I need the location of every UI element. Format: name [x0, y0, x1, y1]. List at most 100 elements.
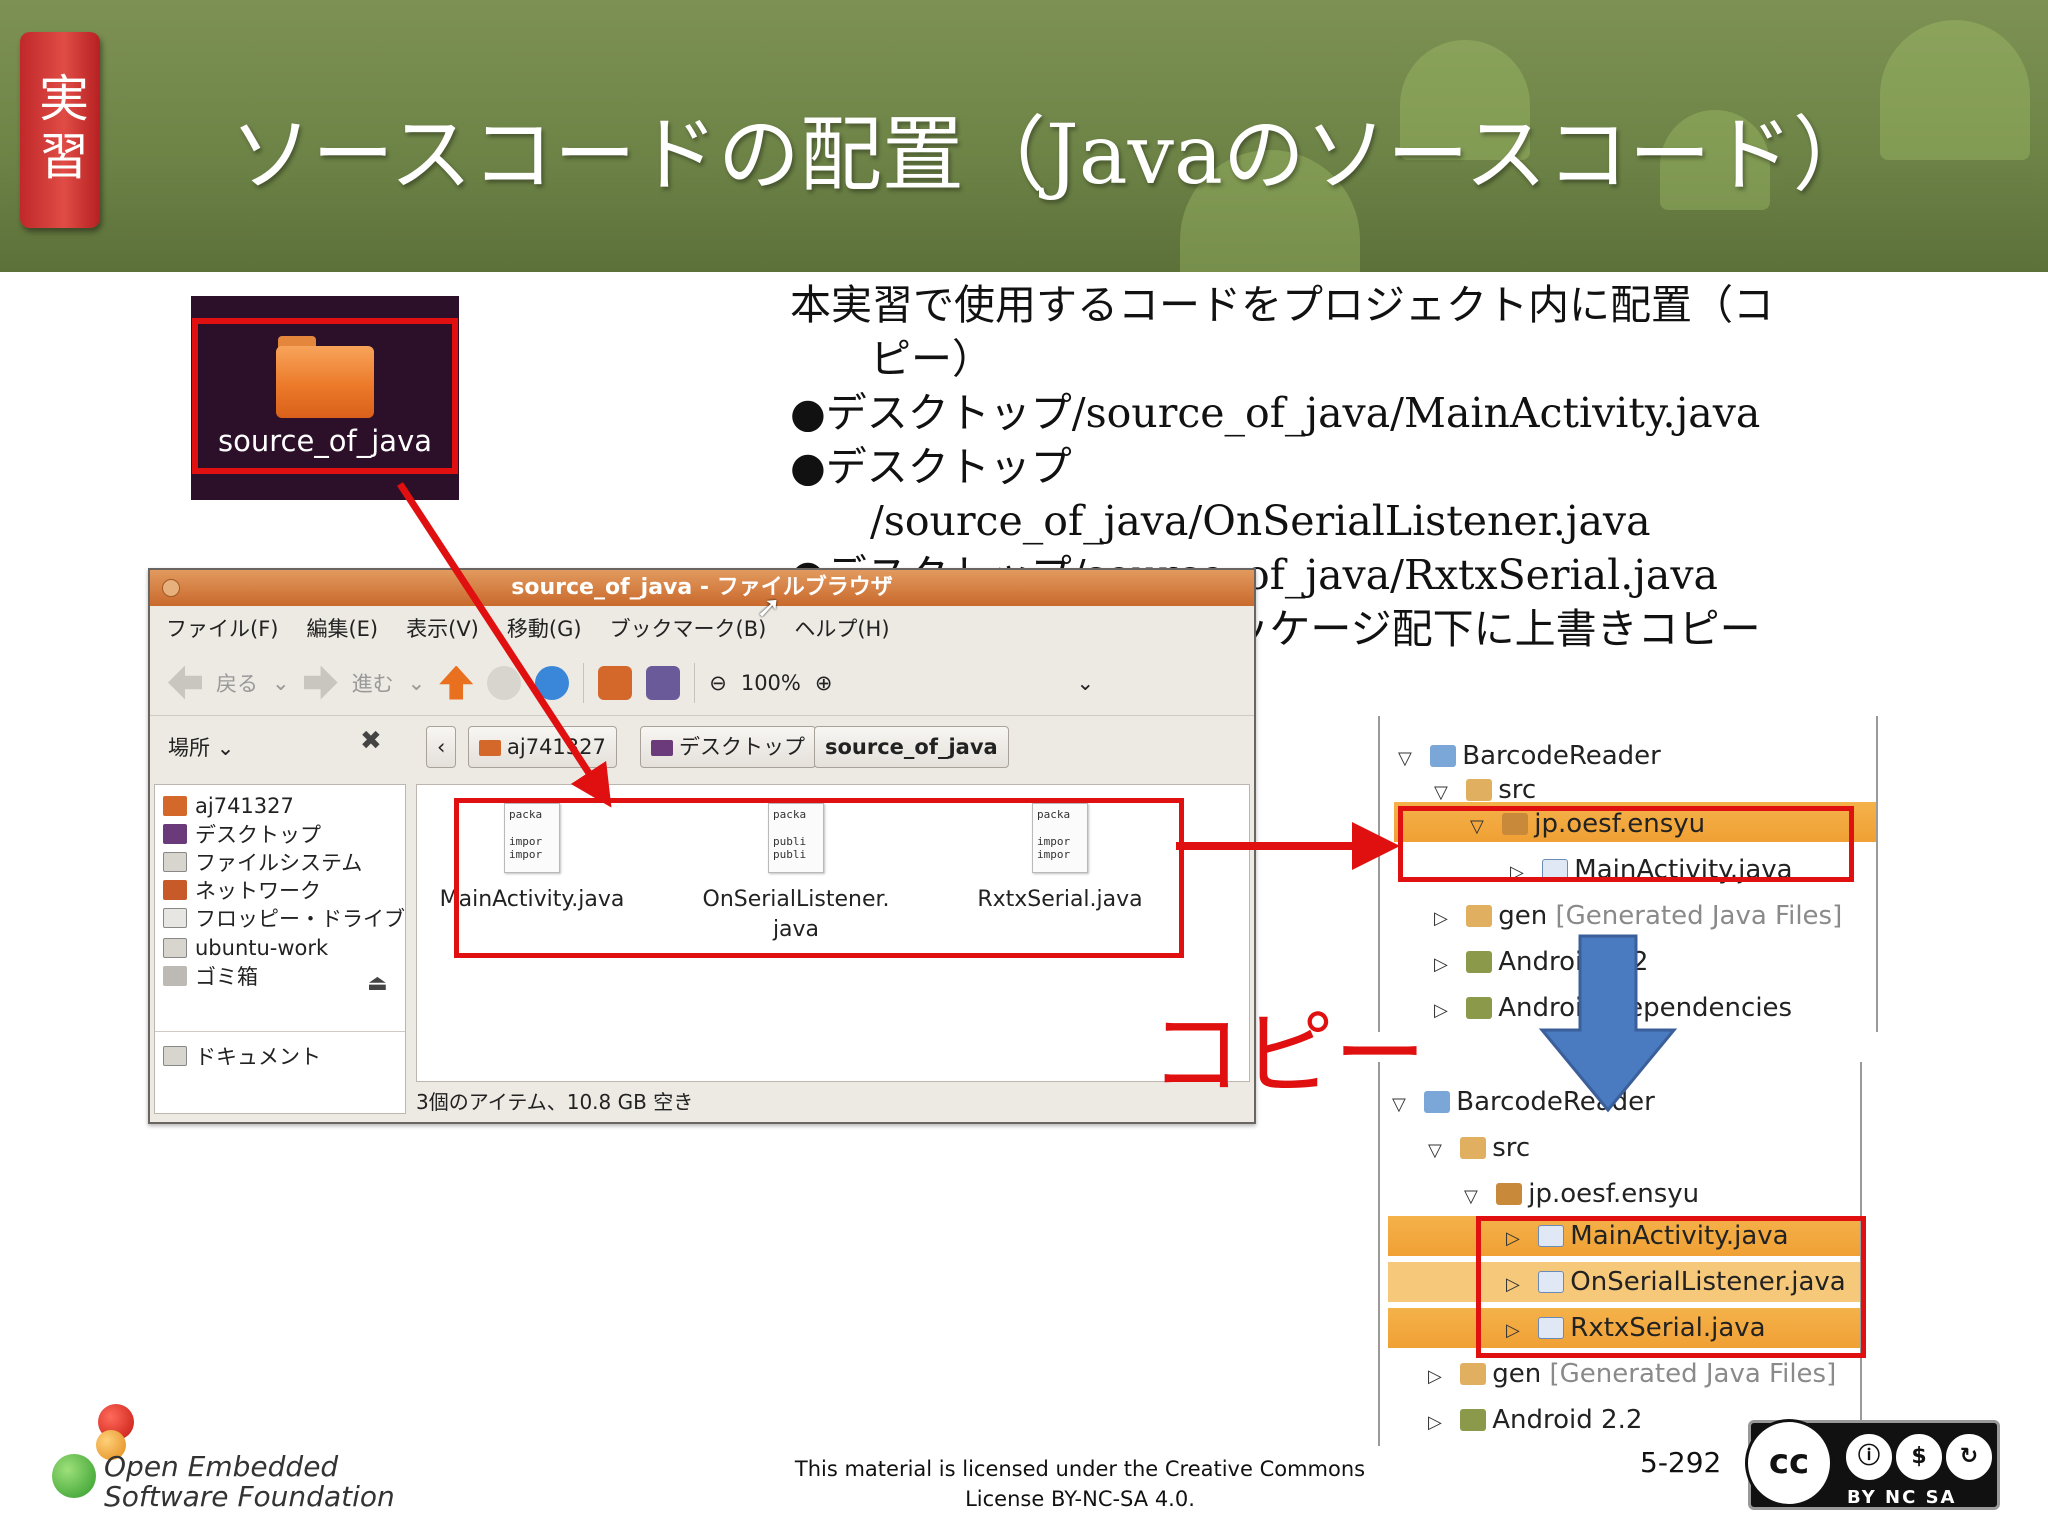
copy-label: コピー [1150, 1001, 1427, 1108]
expand-down-icon[interactable]: ▽ [1392, 1094, 1406, 1115]
expand-right-icon[interactable]: ▷ [1506, 1320, 1520, 1341]
tree-row-android[interactable]: ▷ Android 2.2 [1428, 1400, 1642, 1440]
file-preview-line: publi [773, 848, 807, 861]
library-icon [1466, 951, 1493, 973]
cc-license-icon: cc ⓘ $ ↻ BY NC SA [1745, 1419, 2000, 1510]
drag-arrow-to-window [397, 482, 612, 808]
floppy-icon [163, 908, 187, 928]
sidebar-item-network[interactable]: ネットワーク [163, 875, 321, 905]
expand-down-icon[interactable]: ▽ [1434, 782, 1448, 803]
cc-labels: BY NC SA [1847, 1487, 1957, 1508]
exercise-badge-label: 実習 [31, 72, 89, 188]
zoom-level: 100% [740, 670, 801, 695]
tree-row-src[interactable]: ▽ src [1428, 1128, 1530, 1168]
sidebar-item-filesystem[interactable]: ファイルシステム [163, 847, 362, 877]
sidebar-item-floppy[interactable]: フロッピー・ドライブ [163, 903, 405, 933]
expand-right-icon[interactable]: ▷ [1434, 954, 1448, 975]
sidebar-item-desktop[interactable]: デスクトップ [163, 819, 321, 849]
places-dropdown[interactable]: 場所 ⌄ [168, 732, 234, 762]
tree-row-package[interactable]: ▽ jp.oesf.ensyu [1464, 1174, 1699, 1214]
tree-row-dependencies[interactable]: ▷ Android Dependencies [1434, 988, 1792, 1028]
expand-right-icon[interactable]: ▷ [1428, 1366, 1442, 1387]
breadcrumb-desktop-label: デスクトップ [679, 735, 805, 759]
page-number: 5-292 [1640, 1446, 1722, 1479]
trash-icon [163, 966, 187, 986]
expand-down-icon[interactable]: ▽ [1464, 1186, 1478, 1207]
sidebar-item-ubuntu-work[interactable]: ubuntu-work [163, 933, 328, 963]
zoom-out-icon[interactable]: ⊖ [709, 670, 727, 695]
file-item[interactable]: packa publi publi OnSerialListener. java [681, 803, 911, 945]
sidebar-item-documents[interactable]: ドキュメント [163, 1041, 321, 1071]
desktop-folder-label[interactable]: source_of_java [217, 424, 433, 458]
java-file-icon: packa publi publi [768, 803, 824, 873]
forward-button[interactable]: 進む [351, 671, 394, 696]
expand-right-icon[interactable]: ▷ [1506, 1228, 1520, 1249]
back-button[interactable]: 戻る [216, 671, 258, 696]
breadcrumb-home[interactable]: aj741327 [468, 726, 617, 768]
desktop-folder-highlight [192, 318, 458, 474]
instruction-line: ピー） [870, 335, 993, 383]
home-folder-icon [163, 796, 187, 816]
selected-row-highlight [1388, 1216, 1860, 1256]
back-dropdown-icon[interactable]: ⌄ [272, 670, 290, 695]
forward-dropdown-icon[interactable]: ⌄ [407, 670, 426, 695]
tree-row-file[interactable]: ▷ OnSerialListener.java [1506, 1262, 1846, 1302]
tree-label: Android 2.2 [1492, 1405, 1643, 1435]
breadcrumb-desktop[interactable]: デスクトップ [640, 726, 816, 768]
file-item[interactable]: packa impor impor RxtxSerial.java [945, 803, 1175, 915]
tree-row-gen[interactable]: ▷ gen [Generated Java Files] [1434, 896, 1842, 936]
tree-row-file[interactable]: ▷ RxtxSerial.java [1506, 1308, 1766, 1348]
status-bar: 3個のアイテム、10.8 GB 空き [416, 1090, 694, 1114]
menu-edit[interactable]: 編集(E) [306, 617, 379, 641]
instruction-line: /source_of_java/OnSerialListener.java [870, 497, 1651, 545]
sidebar-item-label: ファイルシステム [195, 851, 363, 875]
folder-icon[interactable] [276, 336, 374, 418]
file-item[interactable]: packa impor impor MainActivity.java [417, 803, 647, 915]
expand-right-icon[interactable]: ▷ [1506, 1274, 1520, 1295]
file-browser-window: source_of_java - ファイルブラウザ ファイル(F) 編集(E) … [148, 568, 1256, 1124]
desktop-folder-icon [163, 824, 187, 844]
menu-bookmarks[interactable]: ブックマーク(B) [609, 617, 767, 641]
menu-go[interactable]: 移動(G) [506, 617, 582, 641]
tree-row-package[interactable]: ▽ jp.oesf.ensyu [1470, 804, 1705, 844]
stop-icon[interactable] [487, 665, 522, 700]
tree-label: gen [1498, 901, 1548, 931]
tree-label: Android Dependencies [1498, 993, 1793, 1023]
sidebar-item-label: ネットワーク [195, 879, 321, 903]
file-name: MainActivity.java [439, 887, 625, 912]
zoom-in-icon[interactable]: ⊕ [814, 670, 833, 695]
package-explorer-before: ▽ BarcodeReader ▽ src ▽ jp.oesf.ensyu ▷ … [1378, 716, 1878, 1032]
network-icon [163, 880, 187, 900]
breadcrumb-current[interactable]: source_of_java [814, 726, 1009, 768]
eject-icon[interactable]: ⏏ [367, 971, 388, 996]
close-icon[interactable]: ✖ [360, 726, 382, 756]
expand-right-icon[interactable]: ▷ [1434, 908, 1448, 929]
sidebar-item-trash[interactable]: ゴミ箱 [163, 961, 258, 991]
drive-icon [163, 852, 187, 872]
sidebar-item-label: フロッピー・ドライブ [195, 907, 405, 931]
menu-file[interactable]: ファイル(F) [166, 617, 279, 641]
home-icon[interactable] [598, 665, 633, 700]
tree-row-project[interactable]: ▽ BarcodeReader [1398, 736, 1661, 776]
breadcrumb-back[interactable]: ‹ [426, 726, 457, 768]
expand-right-icon[interactable]: ▷ [1434, 1000, 1448, 1021]
package-explorer-after: ▽ BarcodeReader ▽ src ▽ jp.oesf.ensyu ▷ … [1378, 1062, 1862, 1446]
computer-icon[interactable] [646, 665, 681, 700]
menu-help[interactable]: ヘルプ(H) [794, 617, 890, 641]
tree-row-src[interactable]: ▽ src [1434, 770, 1536, 810]
tree-row-file[interactable]: ▷ MainActivity.java [1506, 1216, 1789, 1256]
expand-right-icon[interactable]: ▷ [1428, 1412, 1442, 1433]
expand-down-icon[interactable]: ▽ [1470, 816, 1484, 837]
expand-down-icon[interactable]: ▽ [1428, 1140, 1442, 1161]
tree-row-gen[interactable]: ▷ gen [Generated Java Files] [1428, 1354, 1836, 1394]
menu-view[interactable]: 表示(V) [406, 617, 479, 641]
logo-line: Software Foundation [104, 1480, 395, 1513]
chevron-down-icon[interactable]: ⌄ [1076, 670, 1095, 695]
window-titlebar[interactable]: source_of_java - ファイルブラウザ [150, 570, 1254, 606]
window-menu-icon[interactable] [162, 579, 180, 597]
sidebar-item-home[interactable]: aj741327 [163, 791, 294, 821]
package-icon [1502, 813, 1529, 835]
expand-down-icon[interactable]: ▽ [1398, 748, 1412, 769]
result-down-arrow-icon [1538, 934, 1678, 1113]
